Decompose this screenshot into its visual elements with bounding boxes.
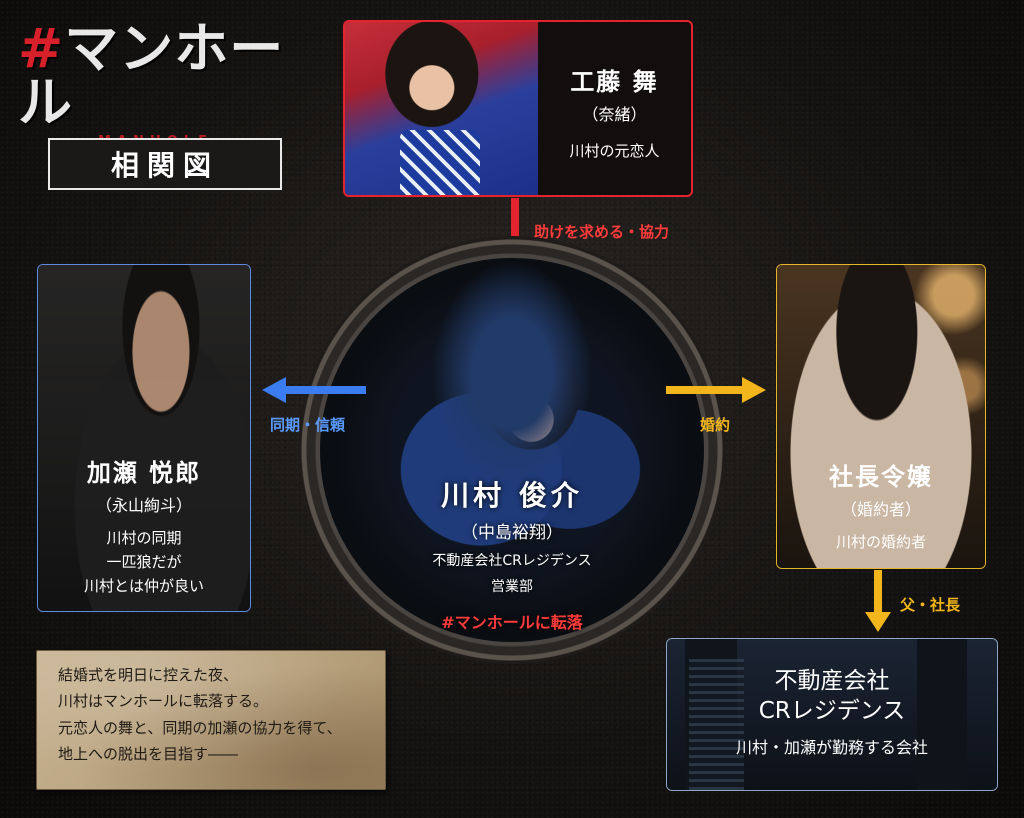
synopsis-note: 結婚式を明日に控えた夜、 川村はマンホールに転落する。 元恋人の舞と、同期の加瀬…	[36, 650, 386, 790]
relation-label-mai-kawamura: 助けを求める・協力	[534, 223, 670, 241]
arrow-right-icon	[666, 377, 766, 403]
character-card-mai: 工藤 舞 （奈緒） 川村の元恋人	[343, 20, 693, 197]
kawamura-desc: 不動産会社CRレジデンス 営業部	[360, 549, 664, 601]
company-card: 不動産会社 CRレジデンス 川村・加瀬が勤務する会社	[666, 638, 998, 791]
relation-label-reijo-company: 父・社長	[900, 596, 961, 614]
kawamura-photo	[320, 258, 704, 642]
company-name-line: 不動産会社	[774, 668, 890, 694]
company-desc: 川村・加瀬が勤務する会社	[735, 737, 928, 757]
relation-label-kawamura-kase: 同期・信頼	[270, 416, 346, 434]
reijo-name: 社長令嬢	[829, 463, 933, 491]
logo-hash: #	[18, 17, 65, 80]
synopsis-line: 元恋人の舞と、同期の加瀬の協力を得て、	[58, 718, 342, 737]
reijo-actor: （婚約者）	[840, 500, 921, 519]
scarf-graphic	[400, 130, 480, 195]
character-card-kawamura: 川村 俊介 （中島裕翔） 不動産会社CRレジデンス 営業部 #マンホールに転落	[360, 474, 664, 633]
chart-title: 相関図	[48, 138, 282, 190]
character-card-kase: 加瀬 悦郎 （永山絢斗） 川村の同期 一匹狼だが 川村とは仲が良い	[37, 264, 251, 612]
reijo-photo	[777, 265, 985, 568]
kase-name: 加瀬 悦郎	[86, 459, 202, 487]
logo-title: #マンホール	[18, 22, 318, 130]
kase-desc-line: 川村とは仲が良い	[83, 577, 204, 595]
company-name-line: CRレジデンス	[758, 697, 906, 724]
kawamura-desc-line: 不動産会社CRレジデンス	[432, 553, 592, 569]
synopsis-line: 川村はマンホールに転落する。	[58, 692, 269, 711]
kase-desc-line: 一匹狼だが	[106, 553, 182, 571]
building-graphic	[689, 659, 744, 790]
kase-desc: 川村の同期 一匹狼だが 川村とは仲が良い	[38, 526, 250, 598]
arrow-down-icon	[865, 570, 891, 632]
kase-actor: （永山絢斗）	[95, 496, 192, 515]
kawamura-status: #マンホールに転落	[441, 612, 583, 632]
kase-photo	[38, 265, 250, 611]
arrow-left-icon	[262, 377, 366, 403]
kase-desc-line: 川村の同期	[106, 529, 182, 547]
character-card-reijo: 社長令嬢 （婚約者） 川村の婚約者	[776, 264, 986, 569]
mai-name: 工藤 舞	[570, 68, 659, 96]
mai-desc: 川村の元恋人	[569, 142, 660, 160]
relation-label-kawamura-reijo: 婚約	[700, 416, 731, 434]
company-name: 不動産会社 CRレジデンス	[667, 667, 997, 727]
logo: #マンホール MANHOLE	[18, 22, 318, 150]
synopsis-line: 結婚式を明日に控えた夜、	[58, 666, 239, 684]
logo-title-text: マンホール	[18, 17, 285, 134]
kawamura-actor: （中島裕翔）	[461, 523, 563, 543]
mai-photo	[345, 22, 538, 195]
mai-actor: （奈緒）	[582, 105, 647, 124]
city-photo	[667, 639, 997, 790]
synopsis-line: 地上への脱出を目指す――	[58, 744, 239, 763]
kawamura-desc-line: 営業部	[491, 578, 533, 595]
kawamura-name: 川村 俊介	[441, 479, 583, 512]
reijo-desc: 川村の婚約者	[835, 533, 926, 551]
